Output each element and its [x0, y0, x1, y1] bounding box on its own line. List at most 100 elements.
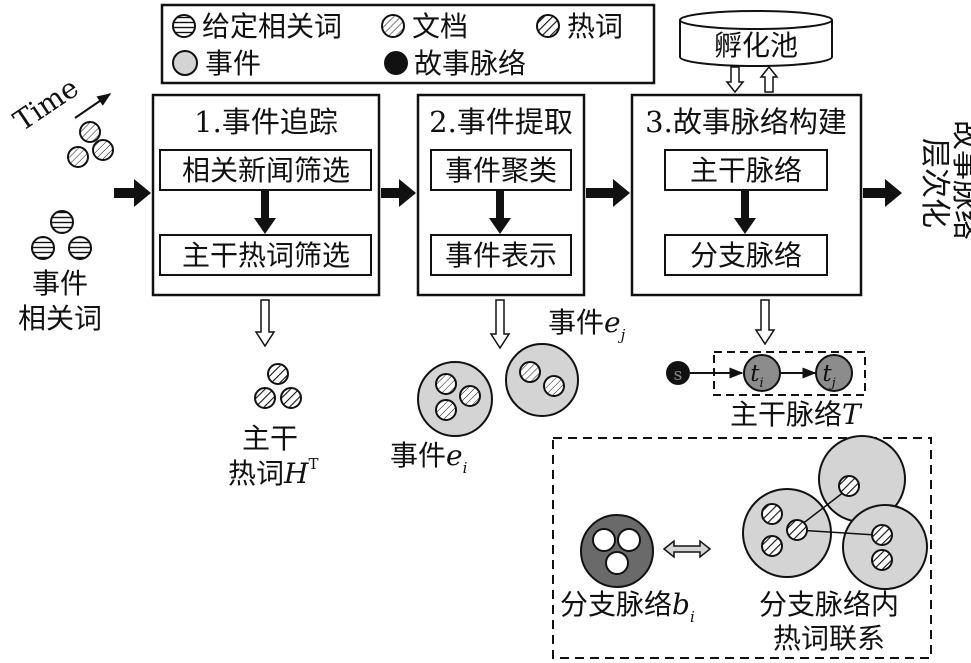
pool-cylinder-top	[679, 10, 833, 30]
trunk-hot-words-line2: 热词HT	[228, 455, 318, 490]
step-box	[430, 234, 572, 276]
given-word-icon	[172, 14, 196, 38]
document-icon	[92, 139, 114, 161]
given-word-icon	[31, 236, 55, 260]
legend-frame	[160, 3, 656, 85]
step-box	[664, 149, 828, 191]
step-related-news-filter: 相关新闻筛选	[182, 154, 350, 187]
step-box	[430, 149, 572, 191]
stage2-output-arrow	[489, 299, 511, 350]
input-area: Time 事件 相关词	[7, 71, 151, 335]
stage-storyline-construction: 3.故事脉络构建 主干脉络 分支脉络	[630, 93, 863, 297]
storyline-start-node	[666, 361, 690, 385]
document-icon	[381, 14, 405, 38]
branch-bi-label: 分支脉络bi	[560, 588, 695, 626]
hot-word-icon	[761, 503, 783, 525]
event-circle	[842, 504, 928, 590]
document-icon	[519, 361, 541, 383]
document-icon	[543, 375, 565, 397]
input-arrow	[114, 179, 151, 207]
stage1-output-arrow	[254, 299, 276, 348]
incubation-pool: 孵化池	[679, 10, 833, 94]
time-label: Time	[7, 71, 84, 138]
stage-title: 1.事件追踪	[194, 105, 338, 139]
storyline-icon	[384, 51, 408, 75]
legend: 给定相关词 文档 热词 事件 故事脉络	[160, 3, 656, 85]
branch-links-line2: 热词联系	[773, 622, 885, 655]
step-box	[664, 234, 828, 276]
trunk-hot-words: 主干 热词HT	[228, 363, 318, 490]
incubation-pool-label: 孵化池	[714, 29, 798, 62]
document-stream	[67, 121, 114, 168]
document-icon	[605, 551, 629, 575]
branch-bi	[580, 514, 654, 588]
hot-word-icon	[280, 387, 302, 409]
step-arrow	[254, 190, 276, 234]
hot-word-icon	[871, 549, 893, 571]
node-ti-label: ti	[750, 361, 763, 391]
step-trunk-hotword-filter: 主干热词筛选	[182, 239, 350, 272]
hot-word-icon	[838, 475, 860, 497]
event-icon	[172, 50, 198, 76]
flow-arrow	[381, 179, 416, 207]
output-line2: 故事脉络	[948, 120, 971, 240]
legend-document: 文档	[412, 10, 468, 43]
legend-given-word: 给定相关词	[202, 10, 342, 43]
step-trunk-storyline: 主干脉络	[690, 154, 802, 187]
output-label: 层次化 故事脉络	[917, 120, 971, 240]
event-words-line1: 事件	[32, 267, 88, 300]
hot-word-icon	[786, 519, 808, 541]
event-ej-label: 事件ej	[548, 306, 626, 344]
legend-storyline: 故事脉络	[414, 47, 526, 80]
document-icon	[435, 373, 457, 395]
legend-hot-word: 热词	[567, 10, 623, 43]
legend-event: 事件	[205, 47, 261, 80]
step-box	[159, 234, 372, 276]
flow-arrow	[586, 179, 630, 207]
pool-cylinder-body	[679, 20, 833, 67]
document-icon	[592, 528, 616, 552]
trunk-storyline-label: 主干脉络T	[730, 398, 863, 431]
stage-event-tracking: 1.事件追踪 相关新闻筛选 主干热词筛选	[151, 93, 381, 297]
hot-word-icon	[536, 14, 560, 38]
step-arrow	[489, 190, 511, 234]
link-edge	[796, 529, 877, 536]
event-ei: 事件ei	[390, 361, 493, 477]
time-arrow	[74, 93, 112, 119]
start-node-label: s	[674, 365, 683, 385]
branch-storyline-panel: 分支脉络bi 分支脉络内 热词联系	[552, 435, 932, 659]
trunk-hot-words-line1: 主干	[242, 422, 298, 455]
stage-title: 3.故事脉络构建	[645, 105, 847, 139]
document-icon	[617, 528, 641, 552]
document-icon	[459, 385, 481, 407]
hot-word-icon	[761, 535, 783, 557]
branch-hot-word-links	[742, 435, 928, 590]
stage3-output-arrow	[754, 299, 776, 346]
step-arrow	[734, 190, 756, 234]
event-ej: 事件ej	[505, 306, 626, 417]
trunk-storyline: s ti tj 主干脉络T	[666, 351, 866, 431]
stage-event-extraction: 2.事件提取 事件聚类 事件表示	[416, 93, 586, 297]
step-event-clustering: 事件聚类	[445, 154, 557, 187]
stage-title: 2.事件提取	[429, 105, 573, 139]
output-line1: 层次化	[917, 138, 952, 228]
given-word-icon	[50, 210, 74, 234]
document-icon	[435, 399, 457, 421]
pool-up-arrow	[759, 65, 779, 93]
step-branch-storyline: 分支脉络	[690, 239, 802, 272]
event-circle	[505, 343, 579, 417]
document-icon	[67, 146, 89, 168]
given-word-icon	[68, 236, 92, 260]
event-ei-label: 事件ei	[390, 439, 468, 477]
event-word-cluster	[31, 210, 92, 260]
node-tj-label: tj	[822, 361, 835, 391]
branch-links-line1: 分支脉络内	[759, 588, 899, 621]
event-circle	[417, 361, 493, 437]
hot-word-icon	[871, 524, 893, 546]
bidirectional-arrow	[662, 539, 712, 559]
node-tj	[815, 354, 853, 392]
hot-word-icon	[254, 387, 276, 409]
step-event-representation: 事件表示	[445, 239, 557, 272]
event-words-line2: 相关词	[18, 302, 102, 335]
